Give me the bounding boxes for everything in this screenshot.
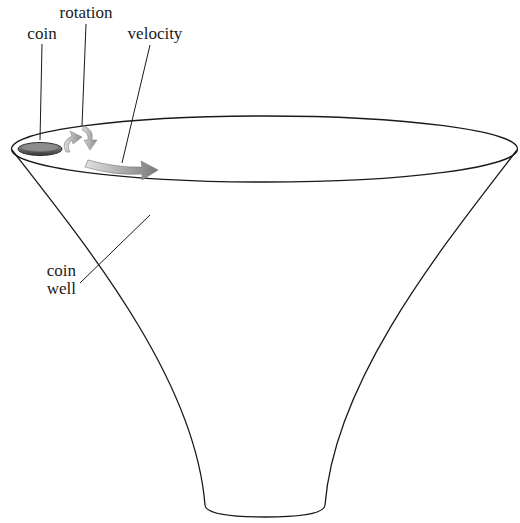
leader-line [40,44,42,140]
leader-line [80,215,150,283]
rotation-label: rotation [60,4,113,22]
coin-label: coin [27,25,56,43]
funnel-neck [205,505,325,517]
coin-disc [18,143,62,156]
coin-well-label: coin well [32,262,76,298]
velocity-arrow [85,160,158,180]
velocity-label: velocity [128,25,183,43]
leader-line [82,24,86,126]
rotation-arrow [82,126,97,150]
rotation-arrow [64,131,82,152]
coin-face [22,144,58,152]
leader-line [122,45,150,163]
funnel-rim [12,116,518,182]
funnel-side [12,150,205,505]
funnel-side [325,150,517,505]
